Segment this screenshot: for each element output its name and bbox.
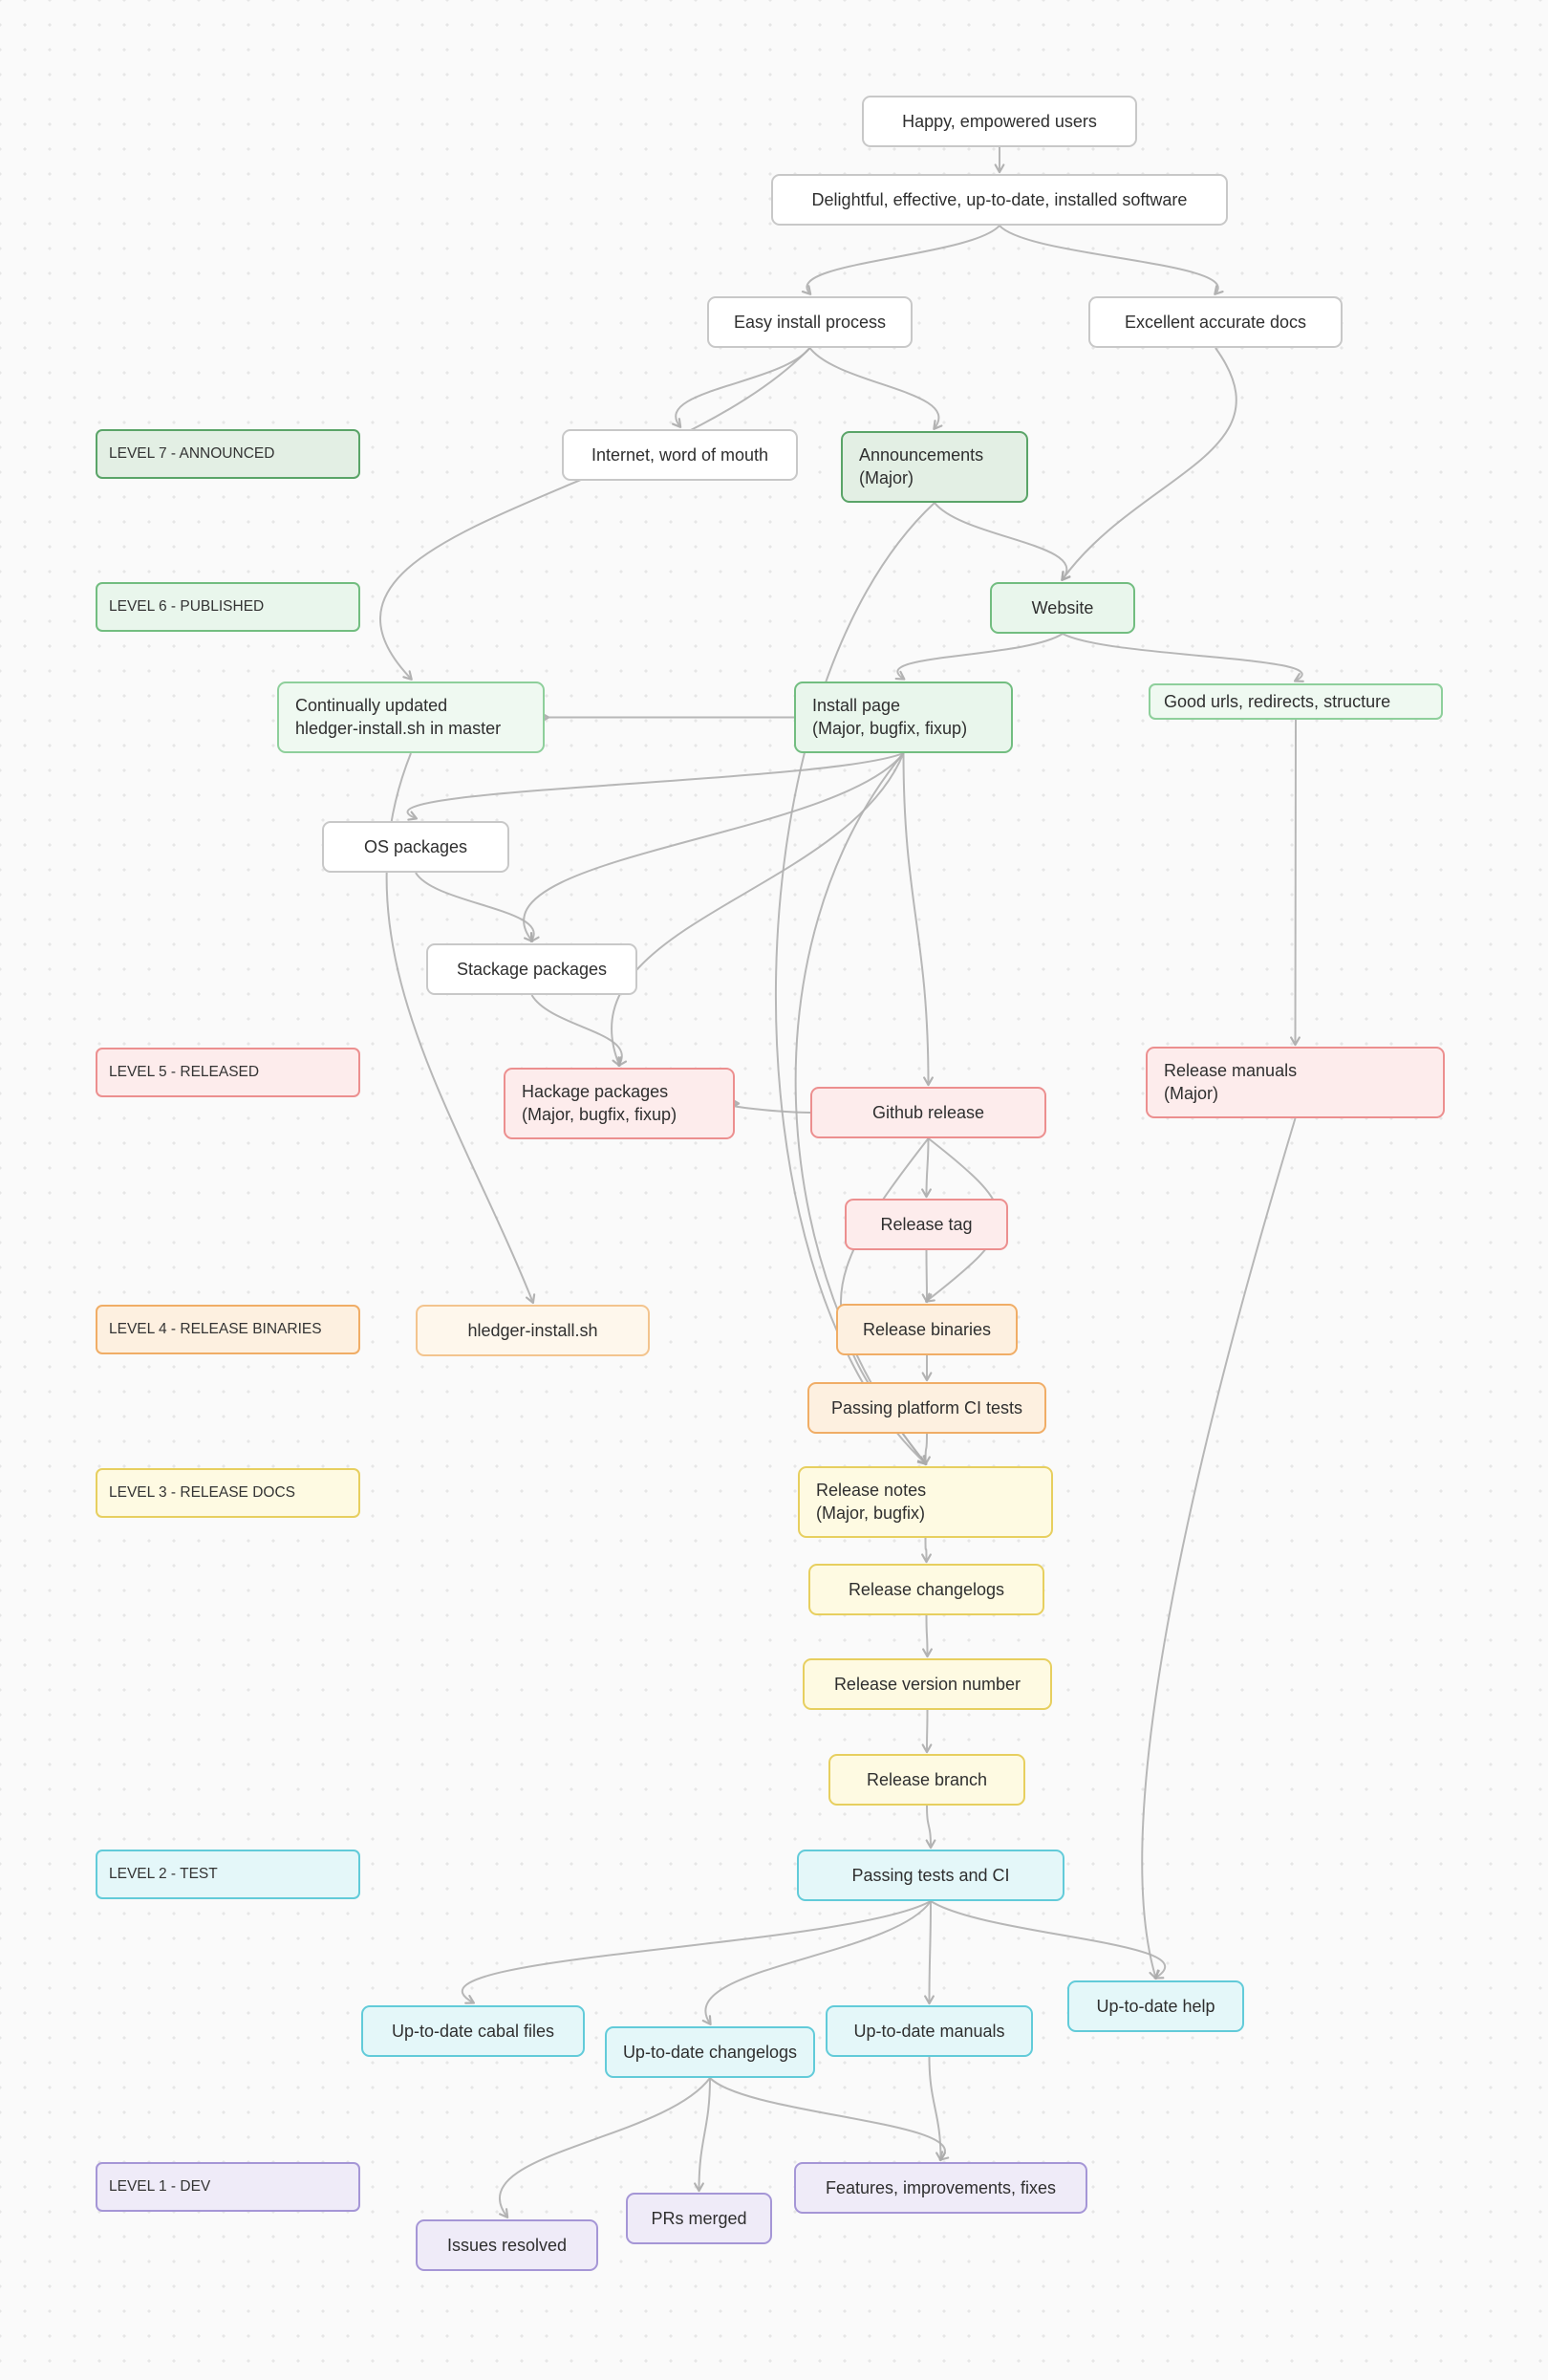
edge-announcements-to-website xyxy=(934,502,1071,581)
edge-website-to-install-page xyxy=(894,633,1064,681)
level-7-announced-label: LEVEL 7 - ANNOUNCED xyxy=(96,429,360,479)
node-internet-word-of-mouth: Internet, word of mouth xyxy=(562,429,798,482)
edge-website-to-good-urls xyxy=(1062,633,1304,682)
node-hledger-install-sh: hledger-install.sh xyxy=(416,1305,650,1357)
edge-release-changelogs-to-release-version xyxy=(922,1614,933,1658)
level-3-release-docs-label: LEVEL 3 - RELEASE DOCS xyxy=(96,1468,360,1518)
edge-release-notes-to-release-changelogs xyxy=(921,1537,932,1564)
edge-manuals-to-features xyxy=(928,2056,946,2162)
node-prs-merged: PRs merged xyxy=(626,2193,772,2245)
edge-easy-install-to-announcements xyxy=(808,347,943,430)
node-up-to-date-manuals: Up-to-date manuals xyxy=(826,2005,1033,2058)
edge-changelogs-to-prs-merged xyxy=(694,2077,711,2193)
edge-delightful-to-excellent-docs xyxy=(999,225,1224,295)
edge-install-page-to-hackage xyxy=(611,752,905,1068)
level-2-test-label: LEVEL 2 - TEST xyxy=(96,1850,360,1899)
level-4-release-binaries-label: LEVEL 4 - RELEASE BINARIES xyxy=(96,1305,360,1354)
node-stackage-packages: Stackage packages xyxy=(426,943,637,996)
node-happy-empowered-users: Happy, empowered users xyxy=(862,96,1137,148)
edge-github-release-to-release-tag xyxy=(921,1137,932,1199)
node-continually-updated-script: Continually updated hledger-install.sh i… xyxy=(277,682,545,753)
node-release-version-number: Release version number xyxy=(803,1658,1052,1711)
node-passing-platform-ci-tests: Passing platform CI tests xyxy=(807,1382,1046,1435)
node-website: Website xyxy=(990,582,1135,635)
node-announcements: Announcements (Major) xyxy=(841,431,1028,503)
edge-install-page-to-stackage xyxy=(523,752,905,942)
edge-passing-tests-to-help xyxy=(930,1900,1167,1980)
node-release-manuals: Release manuals (Major) xyxy=(1146,1047,1445,1118)
edge-release-manuals-to-help xyxy=(1141,1117,1297,1980)
edge-excellent-docs-to-website xyxy=(1061,347,1237,581)
edge-os-packages-to-stackage xyxy=(415,872,540,943)
edge-delightful-to-easy-install xyxy=(801,225,1000,295)
edge-install-page-to-os-packages xyxy=(406,752,904,821)
node-excellent-accurate-docs: Excellent accurate docs xyxy=(1088,296,1343,349)
edge-install-page-to-github-release xyxy=(902,752,934,1087)
node-os-packages: OS packages xyxy=(322,821,509,874)
edge-changelogs-to-features xyxy=(709,2077,950,2161)
edge-github-release-to-hackage xyxy=(727,1098,811,1114)
node-easy-install-process: Easy install process xyxy=(707,296,913,349)
edge-passing-tests-to-manuals xyxy=(924,1900,935,2005)
node-hackage-packages: Hackage packages (Major, bugfix, fixup) xyxy=(504,1068,735,1139)
level-5-released-label: LEVEL 5 - RELEASED xyxy=(96,1048,360,1097)
edge-release-tag-to-release-binaries xyxy=(921,1249,933,1304)
edge-passing-tests-to-cabal-files xyxy=(461,1900,932,2004)
node-good-urls: Good urls, redirects, structure xyxy=(1149,683,1443,721)
node-features-improvements-fixes: Features, improvements, fixes xyxy=(794,2162,1087,2215)
edge-passing-platform-to-release-notes xyxy=(920,1433,931,1466)
node-release-binaries: Release binaries xyxy=(836,1304,1018,1356)
node-issues-resolved: Issues resolved xyxy=(416,2219,598,2272)
node-release-branch: Release branch xyxy=(828,1754,1025,1807)
node-up-to-date-cabal-files: Up-to-date cabal files xyxy=(361,2005,585,2058)
node-up-to-date-help: Up-to-date help xyxy=(1067,1980,1244,2033)
level-6-published-label: LEVEL 6 - PUBLISHED xyxy=(96,582,360,632)
node-release-changelogs: Release changelogs xyxy=(808,1564,1044,1616)
edge-easy-install-to-internet xyxy=(672,347,811,428)
edge-good-urls-to-release-manuals xyxy=(1290,719,1301,1047)
node-up-to-date-changelogs: Up-to-date changelogs xyxy=(605,2026,815,2079)
node-install-page: Install page (Major, bugfix, fixup) xyxy=(794,682,1013,753)
node-passing-tests-and-ci: Passing tests and CI xyxy=(797,1850,1064,1902)
edge-stackage-to-hackage xyxy=(530,994,628,1068)
level-1-dev-label: LEVEL 1 - DEV xyxy=(96,2162,360,2212)
edge-release-version-to-release-branch xyxy=(921,1709,933,1754)
node-release-tag: Release tag xyxy=(845,1199,1008,1251)
node-github-release: Github release xyxy=(810,1087,1046,1139)
edge-release-branch-to-passing-tests xyxy=(925,1805,936,1850)
node-delightful-software: Delightful, effective, up-to-date, insta… xyxy=(771,174,1228,227)
edge-easy-install-to-continually xyxy=(379,347,811,681)
node-release-notes: Release notes (Major, bugfix) xyxy=(798,1466,1053,1538)
